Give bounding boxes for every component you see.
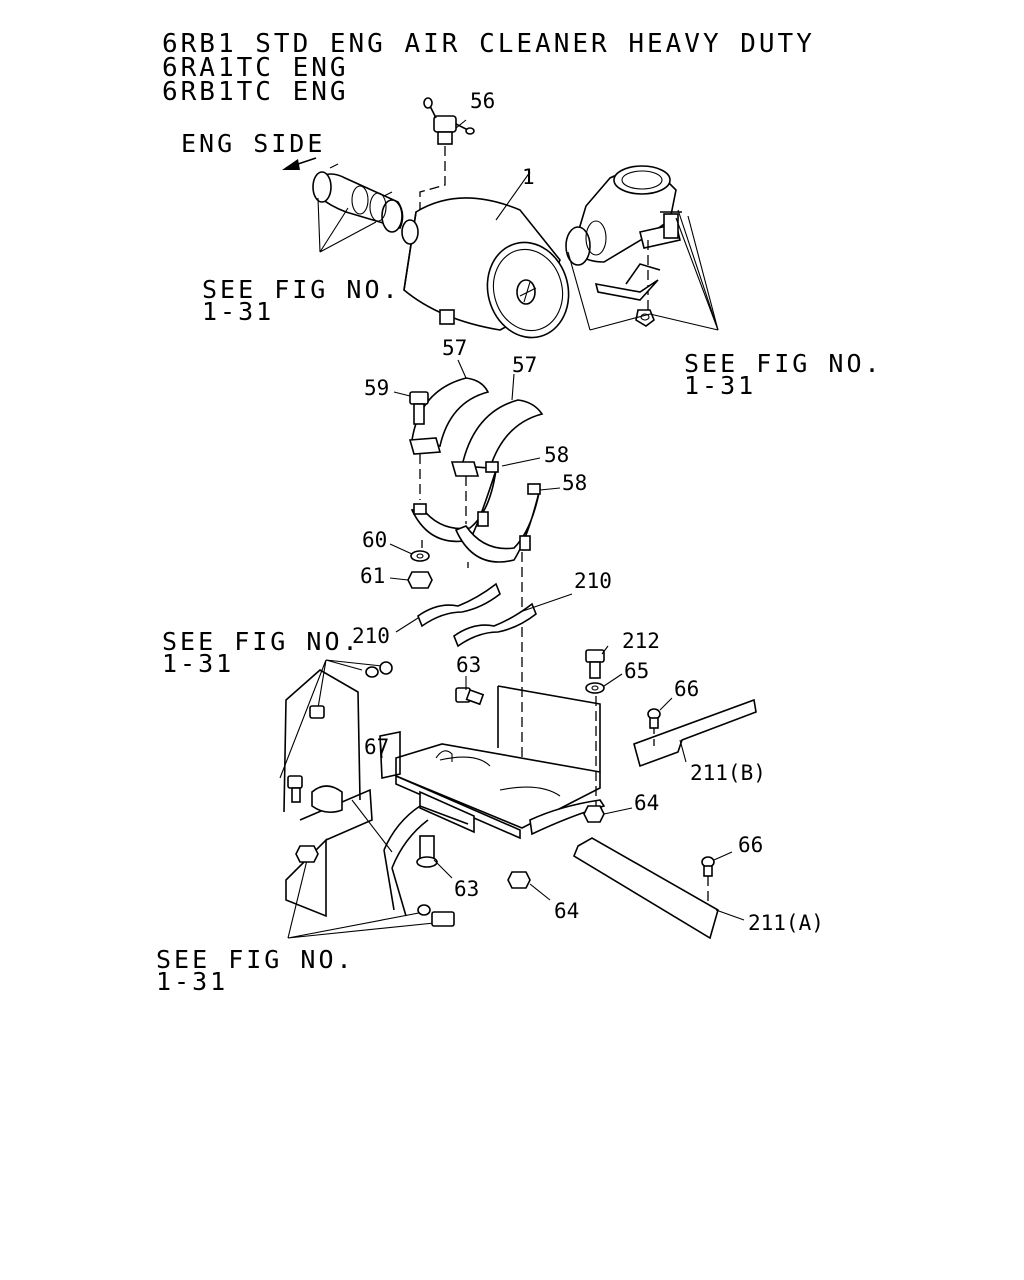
part-number-211-a: 211(A) xyxy=(748,911,824,935)
part-number-56: 56 xyxy=(470,89,495,113)
restriction-sensor-part xyxy=(419,97,475,218)
air-cleaner-body-part xyxy=(401,197,570,339)
part-number-57-a: 57 xyxy=(442,336,467,360)
part-number-66-a: 66 xyxy=(674,677,699,701)
reference-3-line-1: SEE FIG NO. xyxy=(162,627,361,656)
part-number-58-b: 58 xyxy=(562,471,587,495)
part-number-210-b: 210 xyxy=(352,624,390,648)
part-leader-lines xyxy=(379,119,745,921)
eng-side-label: ENG SIDE xyxy=(181,129,325,158)
eng-side-arrow xyxy=(282,157,317,170)
part-number-63-b: 63 xyxy=(454,877,479,901)
plate-211-a-part xyxy=(573,837,719,940)
diagram-title-line-1: 6RB1 STD ENG AIR CLEANER HEAVY DUTY xyxy=(162,29,815,59)
part-number-59: 59 xyxy=(364,376,389,400)
reference-1-line-1: SEE FIG NO. xyxy=(202,275,401,304)
part-number-210-a: 210 xyxy=(574,569,612,593)
screw-66-upper-part xyxy=(647,708,661,729)
reference-2-line-1: SEE FIG NO. xyxy=(684,349,883,378)
nut-61-part xyxy=(407,571,433,589)
bolt-212-part xyxy=(585,649,605,679)
frame-bracket-part xyxy=(283,661,469,927)
bolt-63-lower-part xyxy=(416,835,438,868)
spacer-210-part xyxy=(417,582,537,648)
reference-3-line-2: 1-31 xyxy=(162,649,234,678)
bolt-63-upper-part xyxy=(455,687,485,706)
part-number-57-b: 57 xyxy=(512,353,537,377)
reference-leaders xyxy=(279,197,719,939)
part-number-58-a: 58 xyxy=(544,443,569,467)
inlet-hose-part xyxy=(312,163,404,233)
reference-1-line-2: 1-31 xyxy=(202,297,274,326)
reference-2-line-2: 1-31 xyxy=(684,371,756,400)
outlet-elbow-part xyxy=(565,165,682,327)
part-number-1: 1 xyxy=(522,165,535,189)
washer-60-part xyxy=(410,550,430,562)
nut-64-lower-part xyxy=(507,871,531,889)
diagram-title-line-3: 6RB1TC ENG xyxy=(162,77,349,107)
mounting-bracket-part xyxy=(379,685,606,840)
washer-65-part xyxy=(585,682,605,808)
bolt-59-part xyxy=(409,391,429,425)
part-number-60: 60 xyxy=(362,528,387,552)
reference-4-line-2: 1-31 xyxy=(156,967,228,996)
screw-66-lower-part xyxy=(701,856,715,904)
part-number-61: 61 xyxy=(360,564,385,588)
diagram-title-line-2: 6RA1TC ENG xyxy=(162,53,349,83)
part-number-64-b: 64 xyxy=(554,899,579,923)
nut-64-upper-part xyxy=(583,805,605,823)
part-number-212: 212 xyxy=(622,629,660,653)
part-number-211-b: 211(B) xyxy=(690,761,766,785)
part-number-65: 65 xyxy=(624,659,649,683)
part-number-64-a: 64 xyxy=(634,791,659,815)
part-number-66-b: 66 xyxy=(738,833,763,857)
part-number-63-a: 63 xyxy=(456,653,481,677)
reference-4-line-1: SEE FIG NO. xyxy=(156,945,355,974)
part-number-67: 67 xyxy=(364,735,389,759)
mounting-straps-part xyxy=(408,377,544,760)
